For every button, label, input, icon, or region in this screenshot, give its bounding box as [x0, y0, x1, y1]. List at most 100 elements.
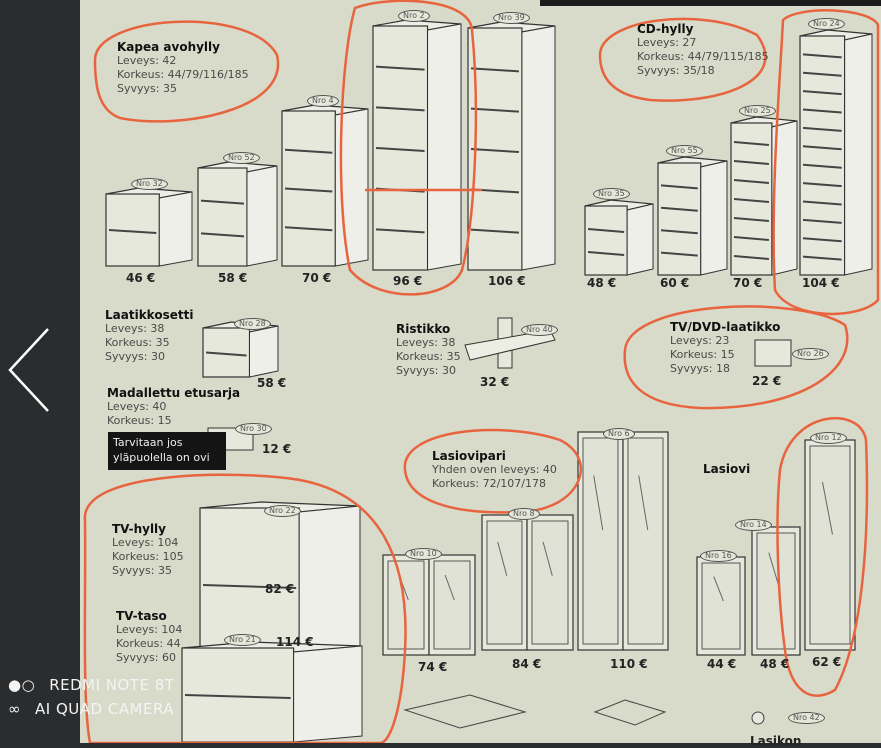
depth-spec: Syvyys: 30	[105, 350, 165, 363]
product-title: TV-taso	[116, 609, 167, 623]
product-title: Laatikkosetti	[105, 308, 194, 322]
watermark-line2: ∞ AI QUAD CAMERA	[8, 700, 174, 718]
price: 84 €	[512, 657, 542, 671]
height-spec: Korkeus: 44/79/116/185	[117, 68, 249, 81]
product-number: Nro 8	[508, 508, 540, 520]
price: 46 €	[126, 271, 156, 285]
price: 32 €	[480, 375, 510, 389]
camera-logo-icon: ●○	[8, 676, 36, 694]
marker-circle	[772, 9, 880, 316]
marker-circle	[623, 305, 849, 410]
watermark-line1: ●○ REDMI NOTE 8T	[8, 676, 174, 694]
lasiovipari-info: Lasiovipari Yhden oven leveys: 40 Korkeu…	[432, 449, 557, 491]
price: 96 €	[393, 274, 423, 288]
price: 70 €	[733, 276, 763, 290]
price: 12 €	[262, 442, 292, 456]
product-number: Nro 21	[224, 634, 261, 646]
tv-stand	[181, 641, 363, 743]
note-text: yläpuolella on ovi	[113, 451, 210, 464]
laatikkosetti-info: Laatikkosetti Leveys: 38 Korkeus: 35 Syv…	[105, 308, 193, 364]
product-number: Nro 35	[593, 188, 630, 200]
glass-door	[481, 514, 528, 651]
note-text: Tarvitaan jos	[113, 436, 183, 449]
width-spec: Leveys: 40	[107, 400, 167, 413]
tvdvd-info: TV/DVD-laatikko Leveys: 23 Korkeus: 15 S…	[670, 320, 780, 376]
product-number: Nro 14	[735, 519, 772, 531]
depth-spec: Syvyys: 35/18	[637, 64, 715, 77]
product-title: Madallettu etusarja	[107, 386, 241, 400]
price: 58 €	[257, 376, 287, 390]
product-number: Nro 42	[788, 712, 825, 724]
product-title: Ristikko	[396, 322, 451, 336]
product-number: Nro 4	[307, 95, 339, 107]
watermark-text: AI QUAD CAMERA	[35, 700, 175, 718]
product-number: Nro 55	[666, 145, 703, 157]
product-number: Nro 2	[398, 10, 430, 22]
price: 82 €	[265, 582, 295, 596]
glass-door	[804, 439, 856, 651]
product-number: Nro 39	[493, 12, 530, 24]
lamp-drawing	[751, 711, 765, 725]
depth-spec: Syvyys: 35	[112, 564, 172, 577]
tv-hylly-info: TV-hylly Leveys: 104 Korkeus: 105 Syvyys…	[112, 522, 184, 578]
glass-door	[696, 556, 746, 656]
ristikko-info: Ristikko Leveys: 38 Korkeus: 35 Syvyys: …	[396, 322, 461, 378]
grid-divider-drawing	[464, 329, 556, 361]
depth-spec: Syvyys: 35	[117, 82, 177, 95]
lasiovi-info: Lasiovi	[703, 462, 750, 476]
height-spec: Korkeus: 44/79/115/185	[637, 50, 769, 63]
price: 106 €	[488, 274, 526, 288]
previous-image-button[interactable]	[6, 325, 54, 419]
product-number: Nro 16	[700, 550, 737, 562]
cd-shelf	[799, 29, 873, 276]
product-title: TV-hylly	[112, 522, 166, 536]
chevron-left-icon	[8, 328, 49, 412]
madallettu-info: Madallettu etusarja Leveys: 40 Korkeus: …	[107, 386, 240, 428]
price: 114 €	[276, 635, 314, 649]
height-spec: Korkeus: 72/107/178	[432, 477, 546, 490]
tv-taso-info: TV-taso Leveys: 104 Korkeus: 44 Syvyys: …	[116, 609, 182, 665]
bookshelf	[105, 187, 193, 267]
screen-edge	[540, 0, 881, 6]
width-spec: Leveys: 23	[670, 334, 730, 347]
watermark-text: REDMI NOTE 8T	[49, 676, 175, 694]
width-spec: Yhden oven leveys: 40	[432, 463, 557, 476]
drawer-set	[202, 321, 279, 378]
glass-door	[526, 514, 574, 651]
product-title: CD-hylly	[637, 22, 694, 36]
product-number: Nro 52	[223, 152, 260, 164]
glass-shelf-drawing	[403, 694, 527, 729]
product-number: Nro 24	[808, 18, 845, 30]
product-number: Nro 12	[810, 432, 847, 444]
marker-circle	[776, 416, 869, 697]
width-spec: Leveys: 38	[105, 322, 165, 335]
price: 58 €	[218, 271, 248, 285]
width-spec: Leveys: 27	[637, 36, 697, 49]
cd-shelf	[584, 199, 654, 276]
height-spec: Korkeus: 35	[396, 350, 461, 363]
dvd-box-drawing	[754, 339, 792, 367]
marker-circle	[403, 428, 582, 514]
infinity-logo-icon: ∞	[8, 700, 21, 718]
bookshelf	[467, 21, 556, 271]
product-title-partial: Lasikon	[750, 734, 802, 748]
glass-door	[751, 526, 801, 656]
glass-door	[428, 554, 476, 656]
product-number: Nro 30	[235, 423, 272, 435]
glass-door	[577, 431, 624, 651]
price: 48 €	[760, 657, 790, 671]
product-number: Nro 32	[131, 178, 168, 190]
bookshelf	[372, 19, 462, 271]
product-number: Nro 25	[739, 105, 776, 117]
product-number: Nro 6	[603, 428, 635, 440]
depth-spec: Syvyys: 18	[670, 362, 730, 375]
height-spec: Korkeus: 35	[105, 336, 170, 349]
note-box: Tarvitaan jos yläpuolella on ovi	[108, 432, 226, 470]
product-number: Nro 10	[405, 548, 442, 560]
bookshelf	[281, 104, 369, 267]
price: 22 €	[752, 374, 782, 388]
cd-shelf	[730, 116, 798, 276]
width-spec: Leveys: 104	[112, 536, 179, 549]
product-number: Nro 40	[521, 324, 558, 336]
